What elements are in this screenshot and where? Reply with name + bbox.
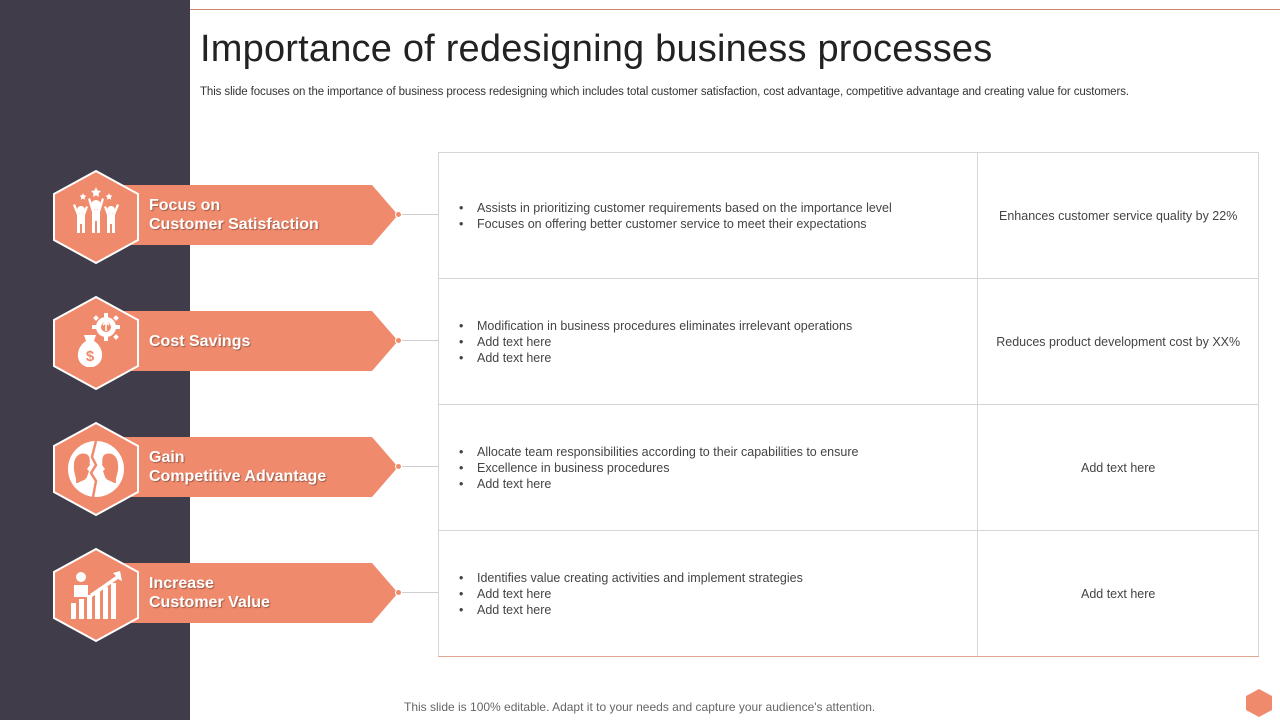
top-rule bbox=[190, 9, 1280, 10]
label-arrow bbox=[120, 437, 398, 497]
list-item: Add text here bbox=[459, 334, 977, 350]
item-label: Gain Competitive Advantage bbox=[149, 449, 327, 485]
list-item: Add text here bbox=[459, 476, 977, 492]
connector-line bbox=[398, 340, 438, 341]
label-arrow bbox=[120, 311, 398, 371]
competing-heads-icon bbox=[68, 440, 124, 498]
item-cost-savings: Cost Savings $ bbox=[0, 295, 440, 395]
list-item: Focuses on offering better customer serv… bbox=[459, 216, 977, 232]
bullets-cell: Assists in prioritizing customer require… bbox=[437, 152, 979, 279]
item-hexagon bbox=[52, 547, 140, 643]
bullets-cell: Allocate team responsibilities according… bbox=[437, 404, 979, 531]
label-arrow bbox=[120, 185, 398, 245]
connector-dot bbox=[395, 589, 402, 596]
item-competitive-advantage: Gain Competitive Advantage bbox=[0, 421, 440, 521]
item-hexagon: $ bbox=[52, 295, 140, 391]
list-item: Modification in business procedures elim… bbox=[459, 318, 977, 334]
svg-text:$: $ bbox=[86, 348, 95, 365]
outcome-cell: Add text here bbox=[977, 530, 1259, 657]
list-item: Add text here bbox=[459, 602, 977, 618]
connector-dot bbox=[395, 463, 402, 470]
bullets-cell: Identifies value creating activities and… bbox=[437, 530, 979, 657]
table-row: Modification in business procedures elim… bbox=[437, 278, 1259, 405]
corner-hexagon-icon bbox=[1246, 689, 1272, 717]
page-subtitle: This slide focuses on the importance of … bbox=[200, 86, 1129, 98]
item-label: Increase Customer Value bbox=[149, 575, 270, 611]
connector-line bbox=[398, 466, 438, 467]
details-table: Assists in prioritizing customer require… bbox=[437, 152, 1259, 657]
list-item: Add text here bbox=[459, 586, 977, 602]
outcome-cell: Reduces product development cost by XX% bbox=[977, 278, 1259, 405]
list-item: Assists in prioritizing customer require… bbox=[459, 200, 977, 216]
list-item: Allocate team responsibilities according… bbox=[459, 444, 977, 460]
growth-chart-person-icon bbox=[71, 571, 122, 619]
item-label: Focus on Customer Satisfaction bbox=[149, 197, 319, 233]
money-bag-gear-icon: $ bbox=[77, 313, 120, 367]
table-row: Assists in prioritizing customer require… bbox=[437, 152, 1259, 279]
item-hexagon bbox=[52, 169, 140, 265]
item-increase-customer-value: Increase Customer Value bbox=[0, 547, 440, 647]
list-item: Excellence in business procedures bbox=[459, 460, 977, 476]
connector-dot bbox=[395, 337, 402, 344]
connector-dot bbox=[395, 211, 402, 218]
item-focus-customer-satisfaction: Focus on Customer Satisfaction bbox=[0, 169, 440, 269]
table-row: Identifies value creating activities and… bbox=[437, 530, 1259, 657]
outcome-cell: Enhances customer service quality by 22% bbox=[977, 152, 1259, 279]
team-celebration-icon bbox=[73, 187, 119, 233]
page-title: Importance of redesigning business proce… bbox=[200, 28, 993, 70]
item-hexagon bbox=[52, 421, 140, 517]
outcome-cell: Add text here bbox=[977, 404, 1259, 531]
footer-note: This slide is 100% editable. Adapt it to… bbox=[404, 700, 876, 714]
table-row: Allocate team responsibilities according… bbox=[437, 404, 1259, 531]
item-label: Cost Savings bbox=[149, 332, 251, 350]
list-item: Identifies value creating activities and… bbox=[459, 570, 977, 586]
list-item: Add text here bbox=[459, 350, 977, 366]
bullets-cell: Modification in business procedures elim… bbox=[437, 278, 979, 405]
label-arrow bbox=[120, 563, 398, 623]
connector-line bbox=[398, 214, 438, 215]
connector-line bbox=[398, 592, 438, 593]
